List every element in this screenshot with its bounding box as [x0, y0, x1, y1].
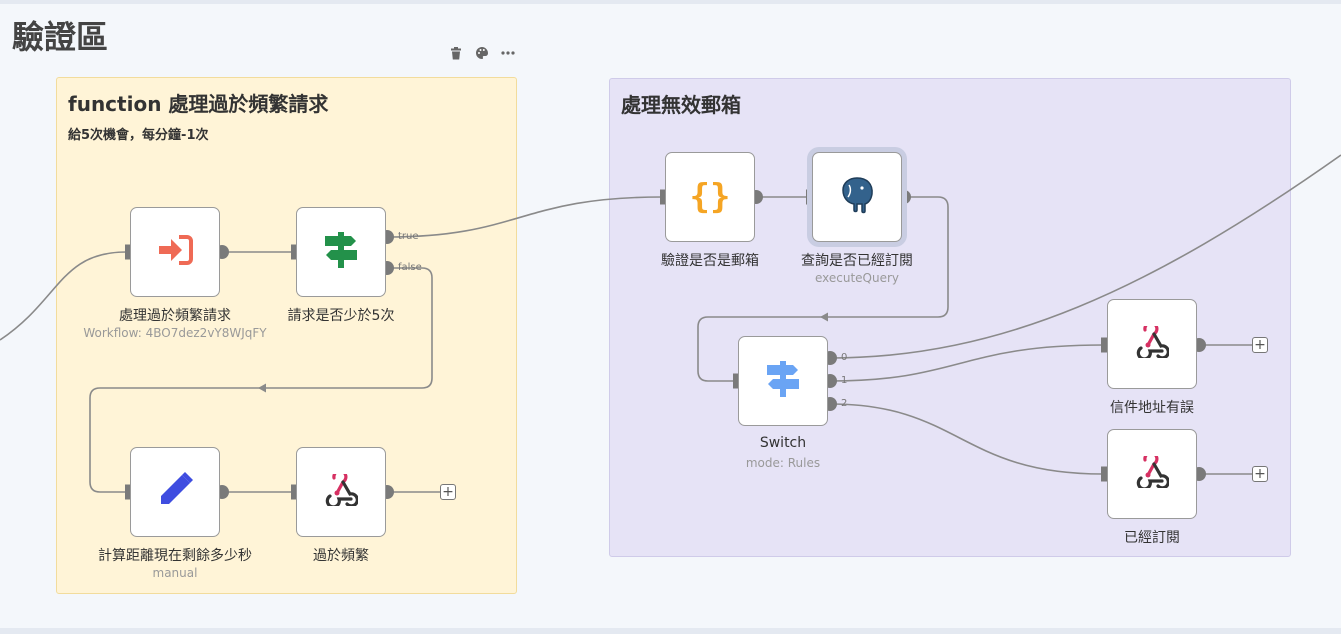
connection-switch-1-to-address — [829, 344, 1104, 382]
node-address-error[interactable] — [1107, 299, 1197, 389]
node-too-frequent[interactable] — [296, 447, 386, 537]
node-label: 請求是否少於5次 — [287, 308, 395, 324]
output-label-false: false — [398, 262, 422, 273]
sticky-subtitle: 給5次機會，每分鐘-1次 — [68, 128, 209, 143]
add-node-button[interactable]: + — [1252, 466, 1268, 482]
signpost-icon — [763, 359, 803, 403]
postgres-elephant-icon — [838, 175, 876, 219]
canvas-bottom-border — [0, 628, 1341, 634]
node-already-subscribed[interactable] — [1107, 429, 1197, 519]
pencil-icon — [155, 470, 195, 514]
signpost-icon — [321, 230, 361, 274]
connection-switch-0-outgoing — [829, 154, 1341, 359]
node-subtitle: Workflow: 4BO7dez2vY8WJqFY — [83, 326, 267, 340]
output-label-true: true — [398, 231, 419, 242]
node-if-less-than-5[interactable] — [296, 207, 386, 297]
node-execute-workflow[interactable] — [130, 207, 220, 297]
sticky-toolbar — [448, 44, 516, 62]
arrow-left-icon — [258, 383, 266, 393]
sticky-note-rate-limit[interactable]: function 處理過於頻繁請求 給5次機會，每分鐘-1次 — [56, 77, 517, 594]
node-label: 查詢是否已經訂閱 — [801, 253, 913, 269]
canvas-top-border — [0, 0, 1341, 4]
webhook-icon — [1135, 451, 1170, 492]
node-subtitle: executeQuery — [814, 271, 900, 285]
connection-switch-2-to-subscribed — [829, 403, 1104, 475]
code-braces-icon: {} — [689, 177, 731, 217]
node-label: 計算距離現在剩餘多少秒 — [98, 548, 252, 564]
output-label-0: 0 — [841, 352, 848, 363]
execute-workflow-icon — [155, 233, 195, 271]
add-node-button[interactable]: + — [440, 484, 456, 500]
node-label: 已經訂閱 — [1124, 530, 1180, 546]
webhook-icon — [324, 469, 359, 510]
node-label: 信件地址有誤 — [1110, 400, 1194, 416]
canvas-section-title: 驗證區 — [12, 18, 109, 56]
node-label: 處理過於頻繁請求 — [119, 308, 231, 324]
palette-icon[interactable] — [474, 44, 490, 62]
arrow-left-icon — [820, 312, 828, 322]
output-label-2: 2 — [841, 398, 848, 409]
node-label: 過於頻繁 — [313, 548, 369, 564]
node-subtitle: mode: Rules — [745, 456, 821, 470]
webhook-icon — [1135, 321, 1170, 362]
node-subtitle: manual — [152, 566, 198, 580]
node-label: Switch — [759, 435, 807, 451]
node-label: 驗證是否是郵箱 — [661, 253, 759, 269]
node-validate-email[interactable]: {} — [665, 152, 755, 242]
node-check-subscribed[interactable] — [812, 152, 902, 242]
node-switch[interactable] — [738, 336, 828, 426]
connection-if-true-to-validate — [387, 196, 663, 238]
more-icon[interactable] — [500, 44, 516, 62]
node-calc-remaining-seconds[interactable] — [130, 447, 220, 537]
sticky-title: 處理無效郵箱 — [621, 93, 741, 117]
add-node-button[interactable]: + — [1252, 337, 1268, 353]
delete-icon[interactable] — [448, 44, 464, 62]
output-label-1: 1 — [841, 375, 848, 386]
sticky-title: function 處理過於頻繁請求 — [68, 92, 329, 116]
connection-incoming-left — [0, 251, 127, 341]
